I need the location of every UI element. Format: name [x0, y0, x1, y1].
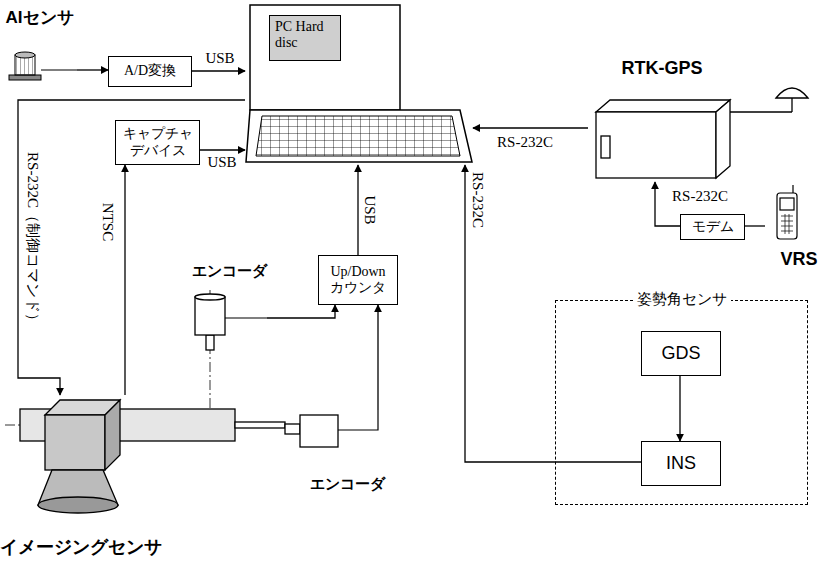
signal-label: RS-232C: [495, 134, 555, 151]
node-label: INS: [666, 453, 696, 474]
connector: [377, 305, 378, 410]
process-box: モデム: [680, 214, 745, 240]
group-heading: 姿勢角センサ: [633, 290, 731, 307]
node-label: VRS: [780, 249, 817, 270]
node-label: イメージングセンサ: [0, 537, 162, 558]
connector: [200, 149, 245, 150]
group-box: 姿勢角センサGDSINS: [555, 300, 808, 505]
node-label: モデム: [692, 219, 734, 235]
node-label: キャプチャ デバイス: [120, 126, 195, 158]
connector: [192, 70, 245, 71]
device-figure: VRS: [765, 185, 833, 270]
connector: [124, 165, 125, 395]
connector: [465, 165, 641, 462]
connector: [77, 69, 108, 70]
device-figure: エンコーダ: [300, 410, 395, 492]
process-box: GDS: [641, 331, 721, 376]
node-label: PC Hard disc: [269, 15, 341, 61]
connector: [18, 100, 245, 395]
signal-label: NTSC: [100, 201, 117, 243]
connector: [473, 127, 588, 128]
signal-label: USB: [205, 154, 238, 171]
signal-label: USB: [362, 193, 379, 226]
signal-label: RS-232C: [670, 188, 730, 205]
connector: [357, 165, 358, 255]
device-figure: RTK-GPS: [588, 58, 736, 182]
device-figure: イメージングセンサ: [0, 395, 185, 558]
mobile-phone: [777, 185, 797, 239]
signal-label: RS-232C: [470, 170, 487, 230]
signal-label: RS-232C（制御コマンド）: [25, 150, 42, 330]
pc-node: PC Hard disc: [245, 5, 473, 165]
signal-label: USB: [203, 50, 236, 67]
ai-sensor-icon: [9, 52, 77, 80]
node-label: Up/Down カウンタ: [323, 264, 393, 296]
process-box: Up/Down カウンタ: [318, 255, 398, 305]
connector: [267, 305, 335, 318]
connector: [745, 225, 765, 226]
node-label: GDS: [661, 343, 700, 364]
process-box: INS: [641, 441, 721, 486]
process-box: キャプチャ デバイス: [115, 120, 200, 165]
laptop-pc: [246, 5, 472, 162]
node-label: AIセンサ: [6, 8, 74, 28]
node-label: RTK-GPS: [622, 58, 703, 79]
node-label: エンコーダ: [192, 262, 267, 279]
node-label: エンコーダ: [310, 475, 385, 492]
connector: [679, 376, 680, 441]
process-box: A/D変換: [108, 56, 192, 87]
node-label: A/D変換: [124, 63, 176, 79]
rtk-gps-receiver: [596, 88, 808, 178]
device-figure: AIセンサ: [2, 8, 77, 86]
device-figure: エンコーダ: [192, 262, 267, 347]
